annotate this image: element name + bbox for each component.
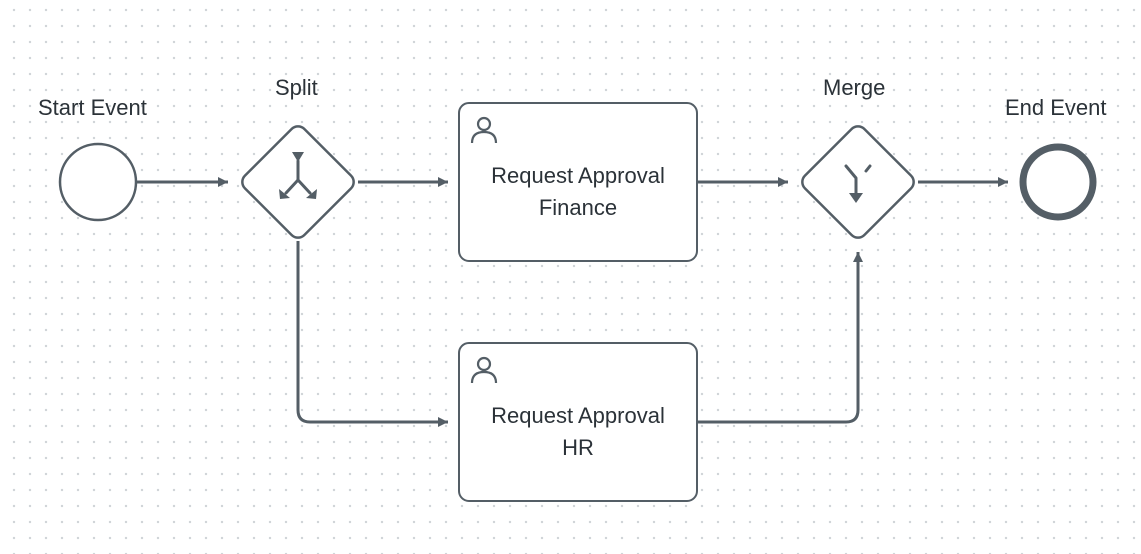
split-gateway-label: Split: [275, 75, 318, 100]
task-finance-label-line2: Finance: [538, 195, 618, 220]
merge-gateway[interactable]: [799, 123, 918, 242]
end-event-label: End Event: [1005, 95, 1107, 120]
task-finance-label-line1: Request Approval: [491, 163, 665, 188]
split-icon: [279, 152, 317, 199]
flow-hr-to-merge[interactable]: [697, 252, 863, 424]
user-icon: [470, 116, 498, 144]
task-request-approval-finance[interactable]: [458, 102, 698, 262]
task-hr-label-line2: HR: [562, 435, 594, 460]
user-icon: [470, 356, 498, 384]
task-hr-label-line1: Request Approval: [491, 403, 665, 428]
task-hr-label: Request Approval HR: [460, 400, 696, 464]
start-event[interactable]: [58, 142, 138, 222]
task-request-approval-hr[interactable]: [458, 342, 698, 502]
merge-gateway-label: Merge: [823, 75, 886, 100]
flow-split-to-hr[interactable]: [296, 241, 448, 427]
task-finance-label: Request Approval Finance: [460, 160, 696, 224]
merge-icon: [844, 164, 872, 203]
sequence-flows: [137, 177, 1008, 427]
start-event-label: Start Event: [38, 95, 147, 120]
end-event[interactable]: [1019, 143, 1097, 221]
split-gateway[interactable]: [239, 123, 358, 242]
